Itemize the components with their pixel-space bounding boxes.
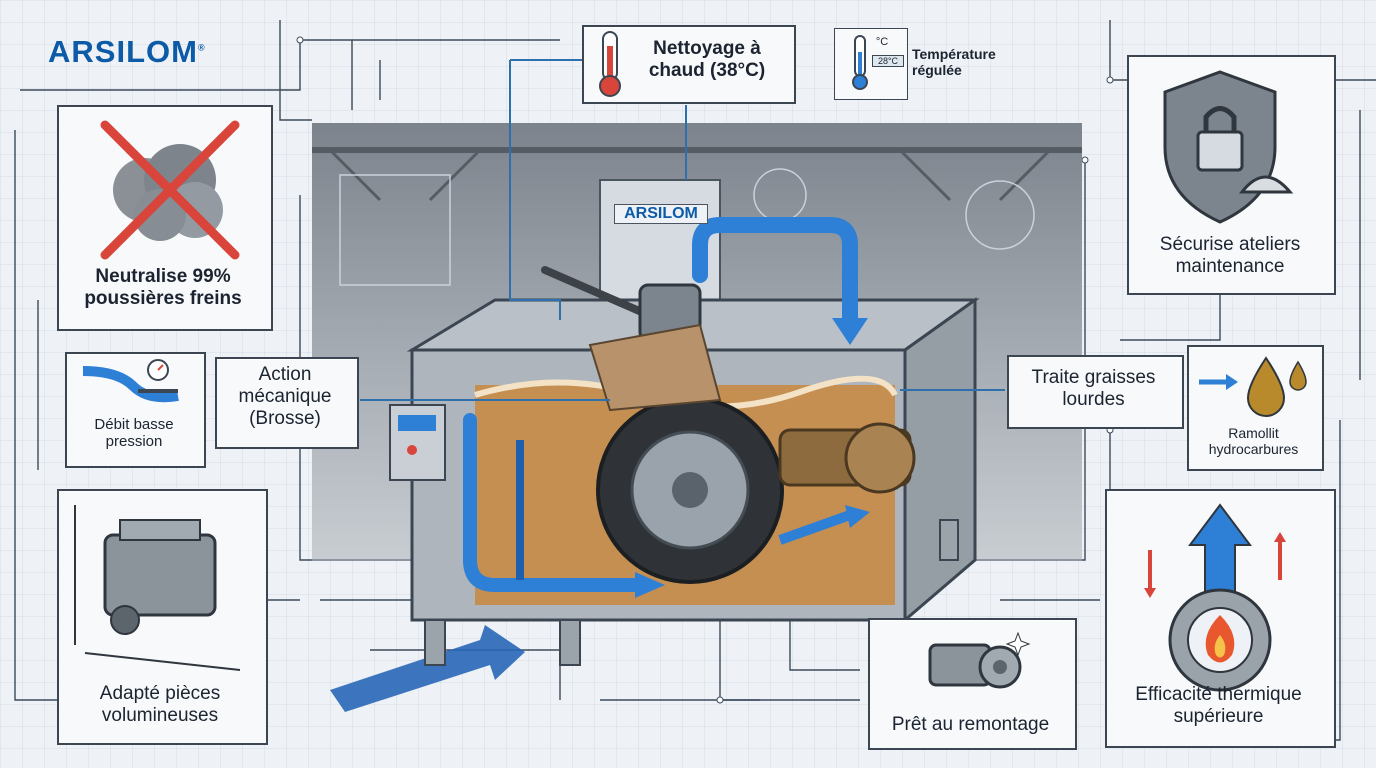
- brush-panel: [215, 357, 359, 449]
- ready-label: Prêt au remontage: [891, 714, 1050, 735]
- engine-icon: [74, 505, 241, 671]
- grease-panel: [1007, 355, 1184, 429]
- grease-label: Traite graisses lourdes: [1031, 367, 1156, 410]
- temperature-readout: 28°C: [872, 55, 904, 68]
- thermal-label: Efficacité thermique supérieure: [1135, 684, 1302, 727]
- dust-label: Neutralise 99% poussières freins: [84, 266, 242, 309]
- ready-panel: [868, 618, 1077, 750]
- low-pressure-label: Débit basse pression: [94, 416, 174, 451]
- thermostat-icon: [852, 35, 868, 90]
- secure-label: Sécurise ateliers maintenance: [1159, 234, 1301, 277]
- bulky-parts-label: Adapté pièces volumineuses: [99, 683, 221, 726]
- brush-label: Action mécanique (Brosse): [238, 364, 332, 429]
- temperature-unit: °C: [875, 36, 889, 48]
- mechanical-part-icon: [928, 631, 1031, 689]
- low-pressure-flow-icon: [82, 359, 179, 403]
- crossed-dust-cloud-icon: [100, 120, 240, 260]
- shield-lock-icon: [1163, 70, 1294, 224]
- flame-gear-icon: [1144, 503, 1286, 692]
- hot-cleaning-label: Nettoyage à chaud (38°C): [648, 38, 766, 81]
- machine-logo: ARSILOM: [614, 204, 708, 225]
- brand-logo: ARSILOM®: [48, 34, 206, 69]
- hydrocarbons-label: Ramollit hydrocarbures: [1208, 425, 1299, 458]
- thermometer-icon: [599, 31, 621, 97]
- temperature-label: Température régulée: [912, 46, 996, 79]
- oil-drop-icon: [1199, 356, 1307, 417]
